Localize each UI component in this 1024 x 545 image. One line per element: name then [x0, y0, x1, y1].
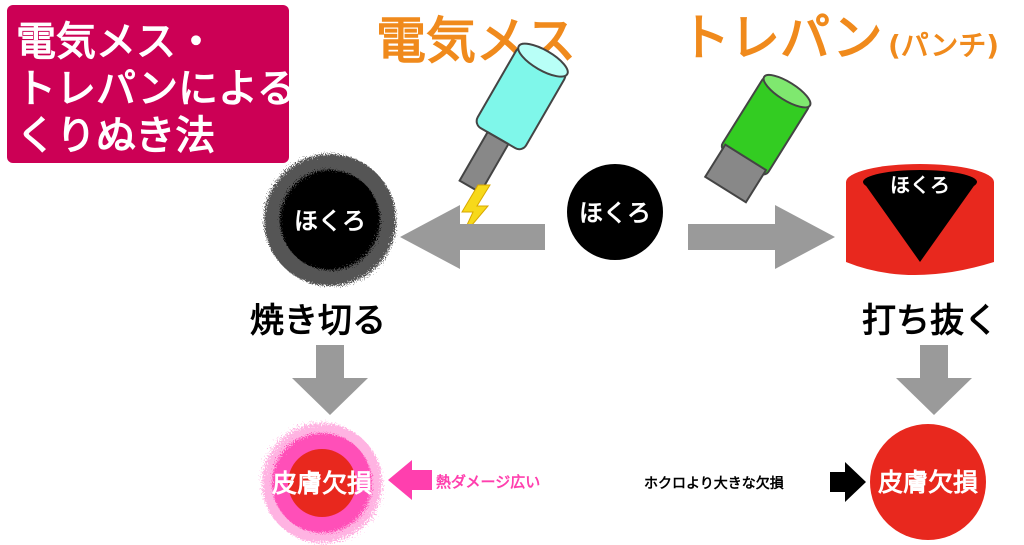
skin-defect-left-label: 皮膚欠損 [272, 469, 372, 498]
heat-damage-arrow [388, 460, 432, 500]
skin-defect-left: 皮膚欠損 [262, 423, 382, 543]
skin-defect-right-label: 皮膚欠損 [878, 468, 978, 497]
center-mole-label: ほくろ [579, 199, 651, 227]
burned-mole-core [280, 170, 380, 270]
burned-mole-label: ほくろ [294, 207, 366, 235]
trepan-tool-icon [703, 73, 812, 204]
title-box-bg [7, 5, 289, 163]
arrow-down-left [292, 345, 368, 415]
arrow-right [688, 205, 835, 269]
skin-defect-right-circle [870, 424, 986, 540]
center-mole: ほくろ [567, 164, 663, 260]
title-line-2: トレパンによる [16, 66, 297, 112]
electric-scalpel-icon [458, 42, 569, 194]
title-line-3: くりぬき法 [16, 113, 215, 159]
arrow-left [400, 205, 545, 269]
burned-mole: ほくろ [264, 154, 396, 286]
punch-cylinder: ほくろ [846, 164, 994, 275]
heat-damage-note: 熱ダメージ広い [436, 473, 540, 491]
trepan-heading-sub: (パンチ) [888, 29, 999, 62]
skin-defect-right: 皮膚欠損 [870, 424, 986, 540]
trepan-heading: トレパン [680, 9, 883, 67]
center-mole-circle [567, 164, 663, 260]
larger-defect-arrow [830, 462, 866, 502]
title-line-1: 電気メス・ [16, 19, 216, 65]
burn-off-label: 焼き切る [250, 301, 386, 341]
larger-defect-note: ホクロより大きな欠損 [644, 475, 785, 492]
punch-out-label: 打ち抜く [862, 301, 998, 341]
punch-mole-label: ほくろ [890, 173, 950, 197]
skin-defect-left-core [288, 449, 356, 517]
title-box: 電気メス・ トレパンによる くりぬき法 [7, 5, 297, 163]
arrow-down-right [896, 345, 972, 415]
punch-cone [864, 183, 976, 262]
